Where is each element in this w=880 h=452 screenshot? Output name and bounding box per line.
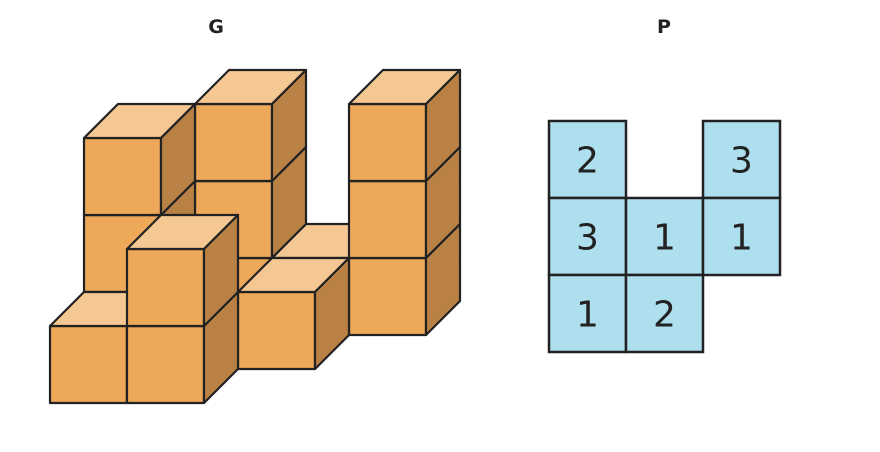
cube-front-face	[347, 179, 428, 260]
cube-stack	[48, 68, 462, 405]
solid-label: G	[208, 16, 224, 38]
cube-front-face	[125, 324, 206, 405]
cell-height-value: 3	[730, 141, 753, 182]
cube-front-face	[125, 247, 206, 328]
top-view-grid: 2 3 3 1 1 1 2	[547, 119, 782, 354]
cube	[125, 213, 240, 328]
cube	[347, 68, 462, 183]
cube-side-face	[159, 102, 197, 217]
cube	[82, 102, 197, 217]
cell-height-value: 1	[653, 218, 676, 259]
cell-height-value: 2	[653, 295, 676, 336]
cube-front-face	[193, 102, 274, 183]
cell-height-value: 3	[576, 218, 599, 259]
cell-height-value: 1	[730, 218, 753, 259]
cube-side-face	[424, 68, 462, 183]
cube	[193, 68, 308, 183]
cell-height-value: 1	[576, 295, 599, 336]
grid-cell	[701, 196, 782, 277]
cube	[236, 256, 351, 371]
cell-height-value: 2	[576, 141, 599, 182]
grid-cell	[624, 273, 705, 354]
cube-front-face	[48, 324, 129, 405]
grid-cell	[701, 119, 782, 200]
cube-front-face	[236, 290, 317, 371]
cube-side-face	[270, 68, 308, 183]
cube-front-face	[347, 102, 428, 183]
cube-side-face	[313, 256, 351, 371]
plan-label: P	[657, 16, 671, 38]
cube-side-face	[202, 213, 240, 328]
grid-cell	[547, 273, 628, 354]
cube-front-face	[347, 256, 428, 337]
cube-front-face	[82, 136, 163, 217]
